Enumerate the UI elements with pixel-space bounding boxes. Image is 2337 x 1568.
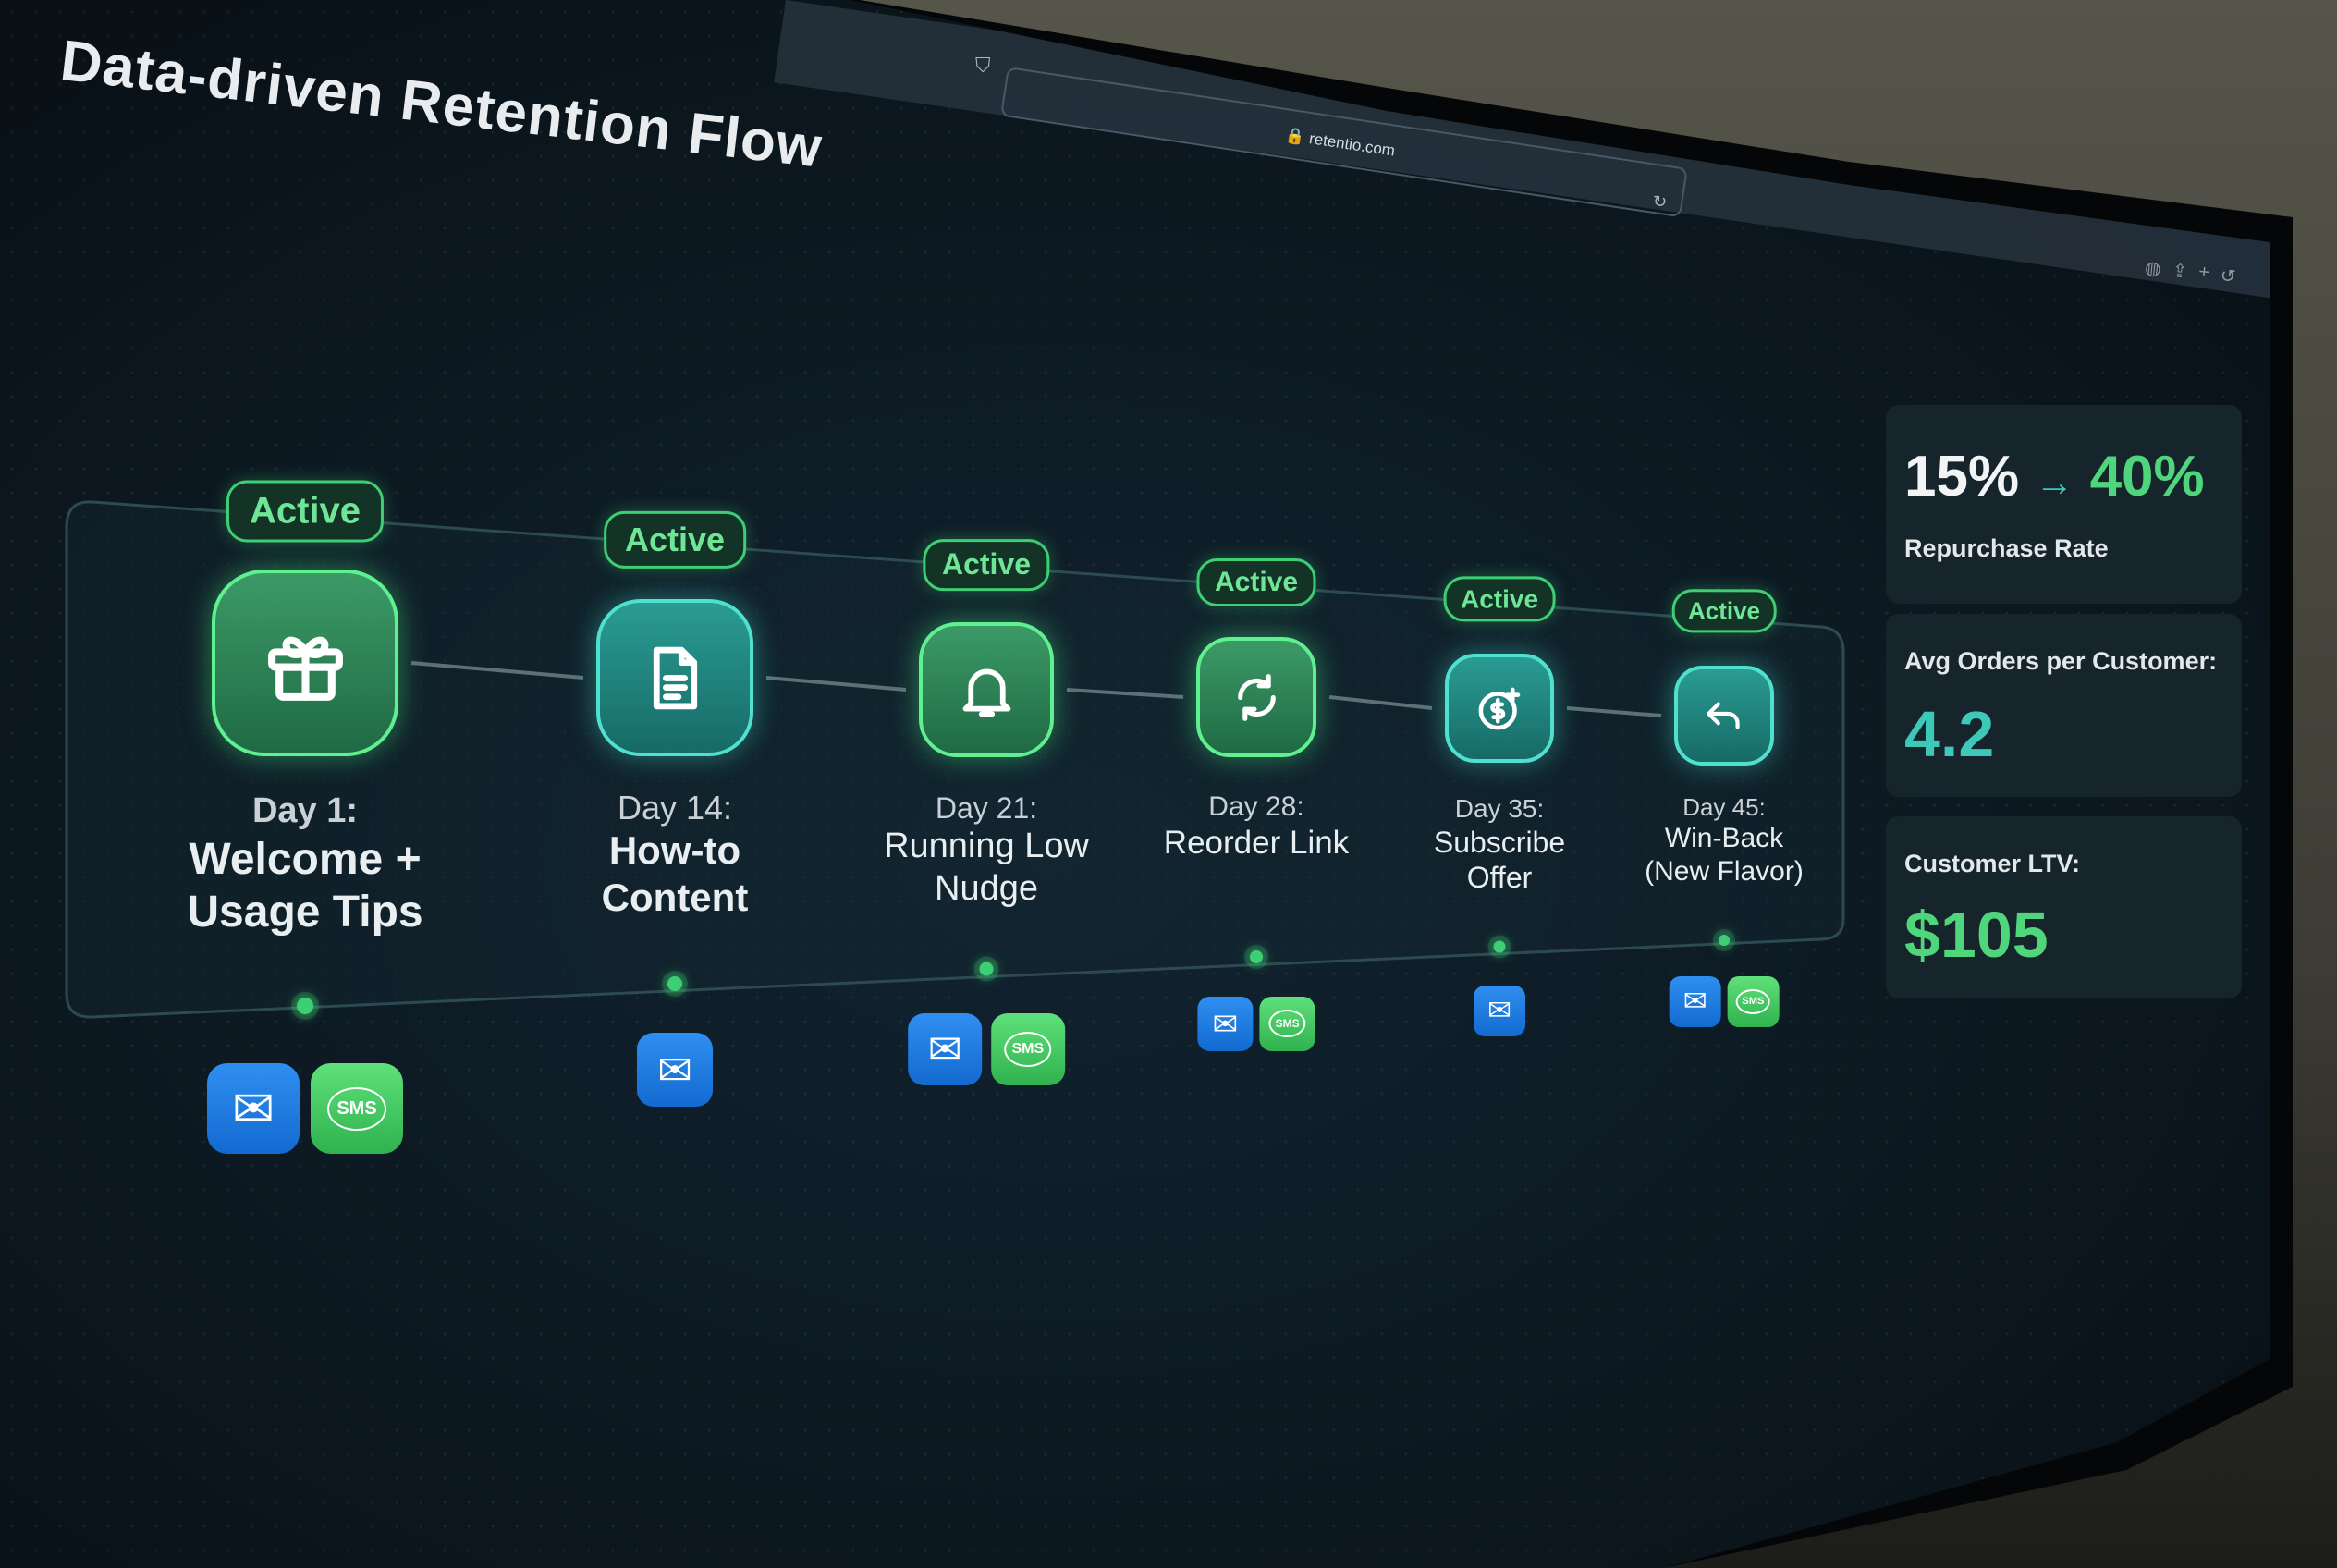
avg-orders-value: 4.2: [1904, 698, 1995, 770]
avg-orders-card: Avg Orders per Customer: 4.2: [1886, 614, 2242, 797]
channel-icons: ✉ SMS: [1669, 976, 1780, 1027]
connector-line: [765, 676, 907, 692]
connector-lines: [410, 661, 1662, 717]
document-icon[interactable]: [596, 599, 753, 756]
sms-icon[interactable]: SMS: [1727, 976, 1780, 1027]
connector-line: [1066, 688, 1184, 699]
reload-icon[interactable]: ↻: [1653, 192, 1668, 211]
sms-label: SMS: [327, 1086, 386, 1131]
timeline-dot: [1719, 935, 1730, 946]
shield-icon[interactable]: ⛉: [975, 54, 991, 77]
connector-line: [1566, 706, 1662, 717]
connector-line: [1328, 695, 1433, 710]
stage-title: Welcome +: [189, 834, 422, 884]
channel-icons: ✉ SMS: [1197, 997, 1315, 1051]
stage-day: Day 28:: [1208, 791, 1304, 822]
email-icon[interactable]: ✉: [1669, 976, 1721, 1027]
refresh-icon[interactable]: [1196, 637, 1316, 757]
stage-title: Usage Tips: [187, 888, 423, 937]
stage-title: Subscribe: [1433, 825, 1566, 859]
status-badge[interactable]: Active: [226, 480, 385, 543]
repurchase-label: Repurchase Rate: [1904, 534, 2109, 562]
dollar-plus-icon[interactable]: [1445, 654, 1554, 763]
stage-day: Day 1:: [251, 791, 359, 830]
repurchase-from: 15%: [1904, 445, 2020, 508]
stage-label: Day 1: Welcome +Usage Tips: [187, 790, 422, 939]
stage-label: Day 28:Reorder Link: [1164, 790, 1349, 863]
timeline-dot: [667, 976, 682, 991]
timeline-dot: [297, 998, 313, 1014]
timeline-dot: [1250, 950, 1263, 963]
email-icon[interactable]: ✉: [1474, 986, 1525, 1036]
repurchase-values: 15% → 40%: [1904, 444, 2205, 509]
stage-title: Win-Back: [1664, 823, 1784, 854]
status-badge[interactable]: Active: [1671, 589, 1777, 633]
avg-orders-label: Avg Orders per Customer:: [1904, 647, 2218, 675]
ltv-value: $105: [1904, 899, 2049, 971]
channel-icons: ✉: [1474, 986, 1525, 1036]
sms-icon[interactable]: SMS: [990, 1013, 1065, 1086]
gift-icon[interactable]: [212, 570, 398, 756]
sms-icon[interactable]: SMS: [311, 1063, 403, 1154]
connector-line: [410, 661, 584, 680]
customer-ltv-card: Customer LTV: $105: [1886, 816, 2242, 998]
repurchase-rate-card: 15% → 40% Repurchase Rate: [1886, 405, 2242, 604]
channel-icons: ✉ SMS: [207, 1063, 403, 1154]
email-icon[interactable]: ✉: [1197, 997, 1254, 1051]
email-icon[interactable]: ✉: [908, 1013, 983, 1086]
status-badge[interactable]: Active: [923, 539, 1050, 591]
timeline-dot: [979, 962, 994, 976]
sms-label: SMS: [1268, 1010, 1306, 1038]
stage-day: Day 45:: [1682, 793, 1766, 821]
flow-panel: [65, 500, 1845, 1019]
email-icon[interactable]: ✉: [637, 1033, 713, 1108]
stage-title: Nudge: [935, 868, 1038, 908]
stage-title: Reorder Link: [1163, 825, 1350, 861]
stage-title: Running Low: [884, 827, 1089, 866]
stage-day: Day 14:: [617, 789, 733, 827]
stage-title: Content: [601, 875, 749, 919]
repurchase-to: 40%: [2089, 445, 2205, 508]
arrow-right-icon: →: [2035, 460, 2074, 504]
stage-title: How-to: [608, 828, 741, 873]
status-badge[interactable]: Active: [604, 510, 746, 570]
status-badge[interactable]: Active: [1196, 558, 1316, 606]
sms-label: SMS: [1735, 988, 1770, 1015]
bell-icon[interactable]: [919, 622, 1054, 757]
sms-label: SMS: [1004, 1032, 1052, 1068]
channel-icons: ✉: [637, 1033, 713, 1108]
email-icon[interactable]: ✉: [207, 1063, 300, 1154]
stage-title: (New Flavor): [1645, 856, 1804, 888]
ltv-label: Customer LTV:: [1904, 850, 2081, 877]
sms-icon[interactable]: SMS: [1259, 997, 1315, 1051]
status-badge[interactable]: Active: [1443, 576, 1556, 622]
stage-title: Offer: [1466, 860, 1533, 894]
stage-day: Day 35:: [1454, 794, 1545, 823]
stage-label: Day 45:Win-Back(New Flavor): [1645, 793, 1804, 888]
timeline-dot: [1493, 940, 1506, 953]
channel-icons: ✉ SMS: [908, 1013, 1065, 1086]
stage-day: Day 21:: [935, 791, 1038, 825]
reply-icon[interactable]: [1674, 666, 1774, 766]
